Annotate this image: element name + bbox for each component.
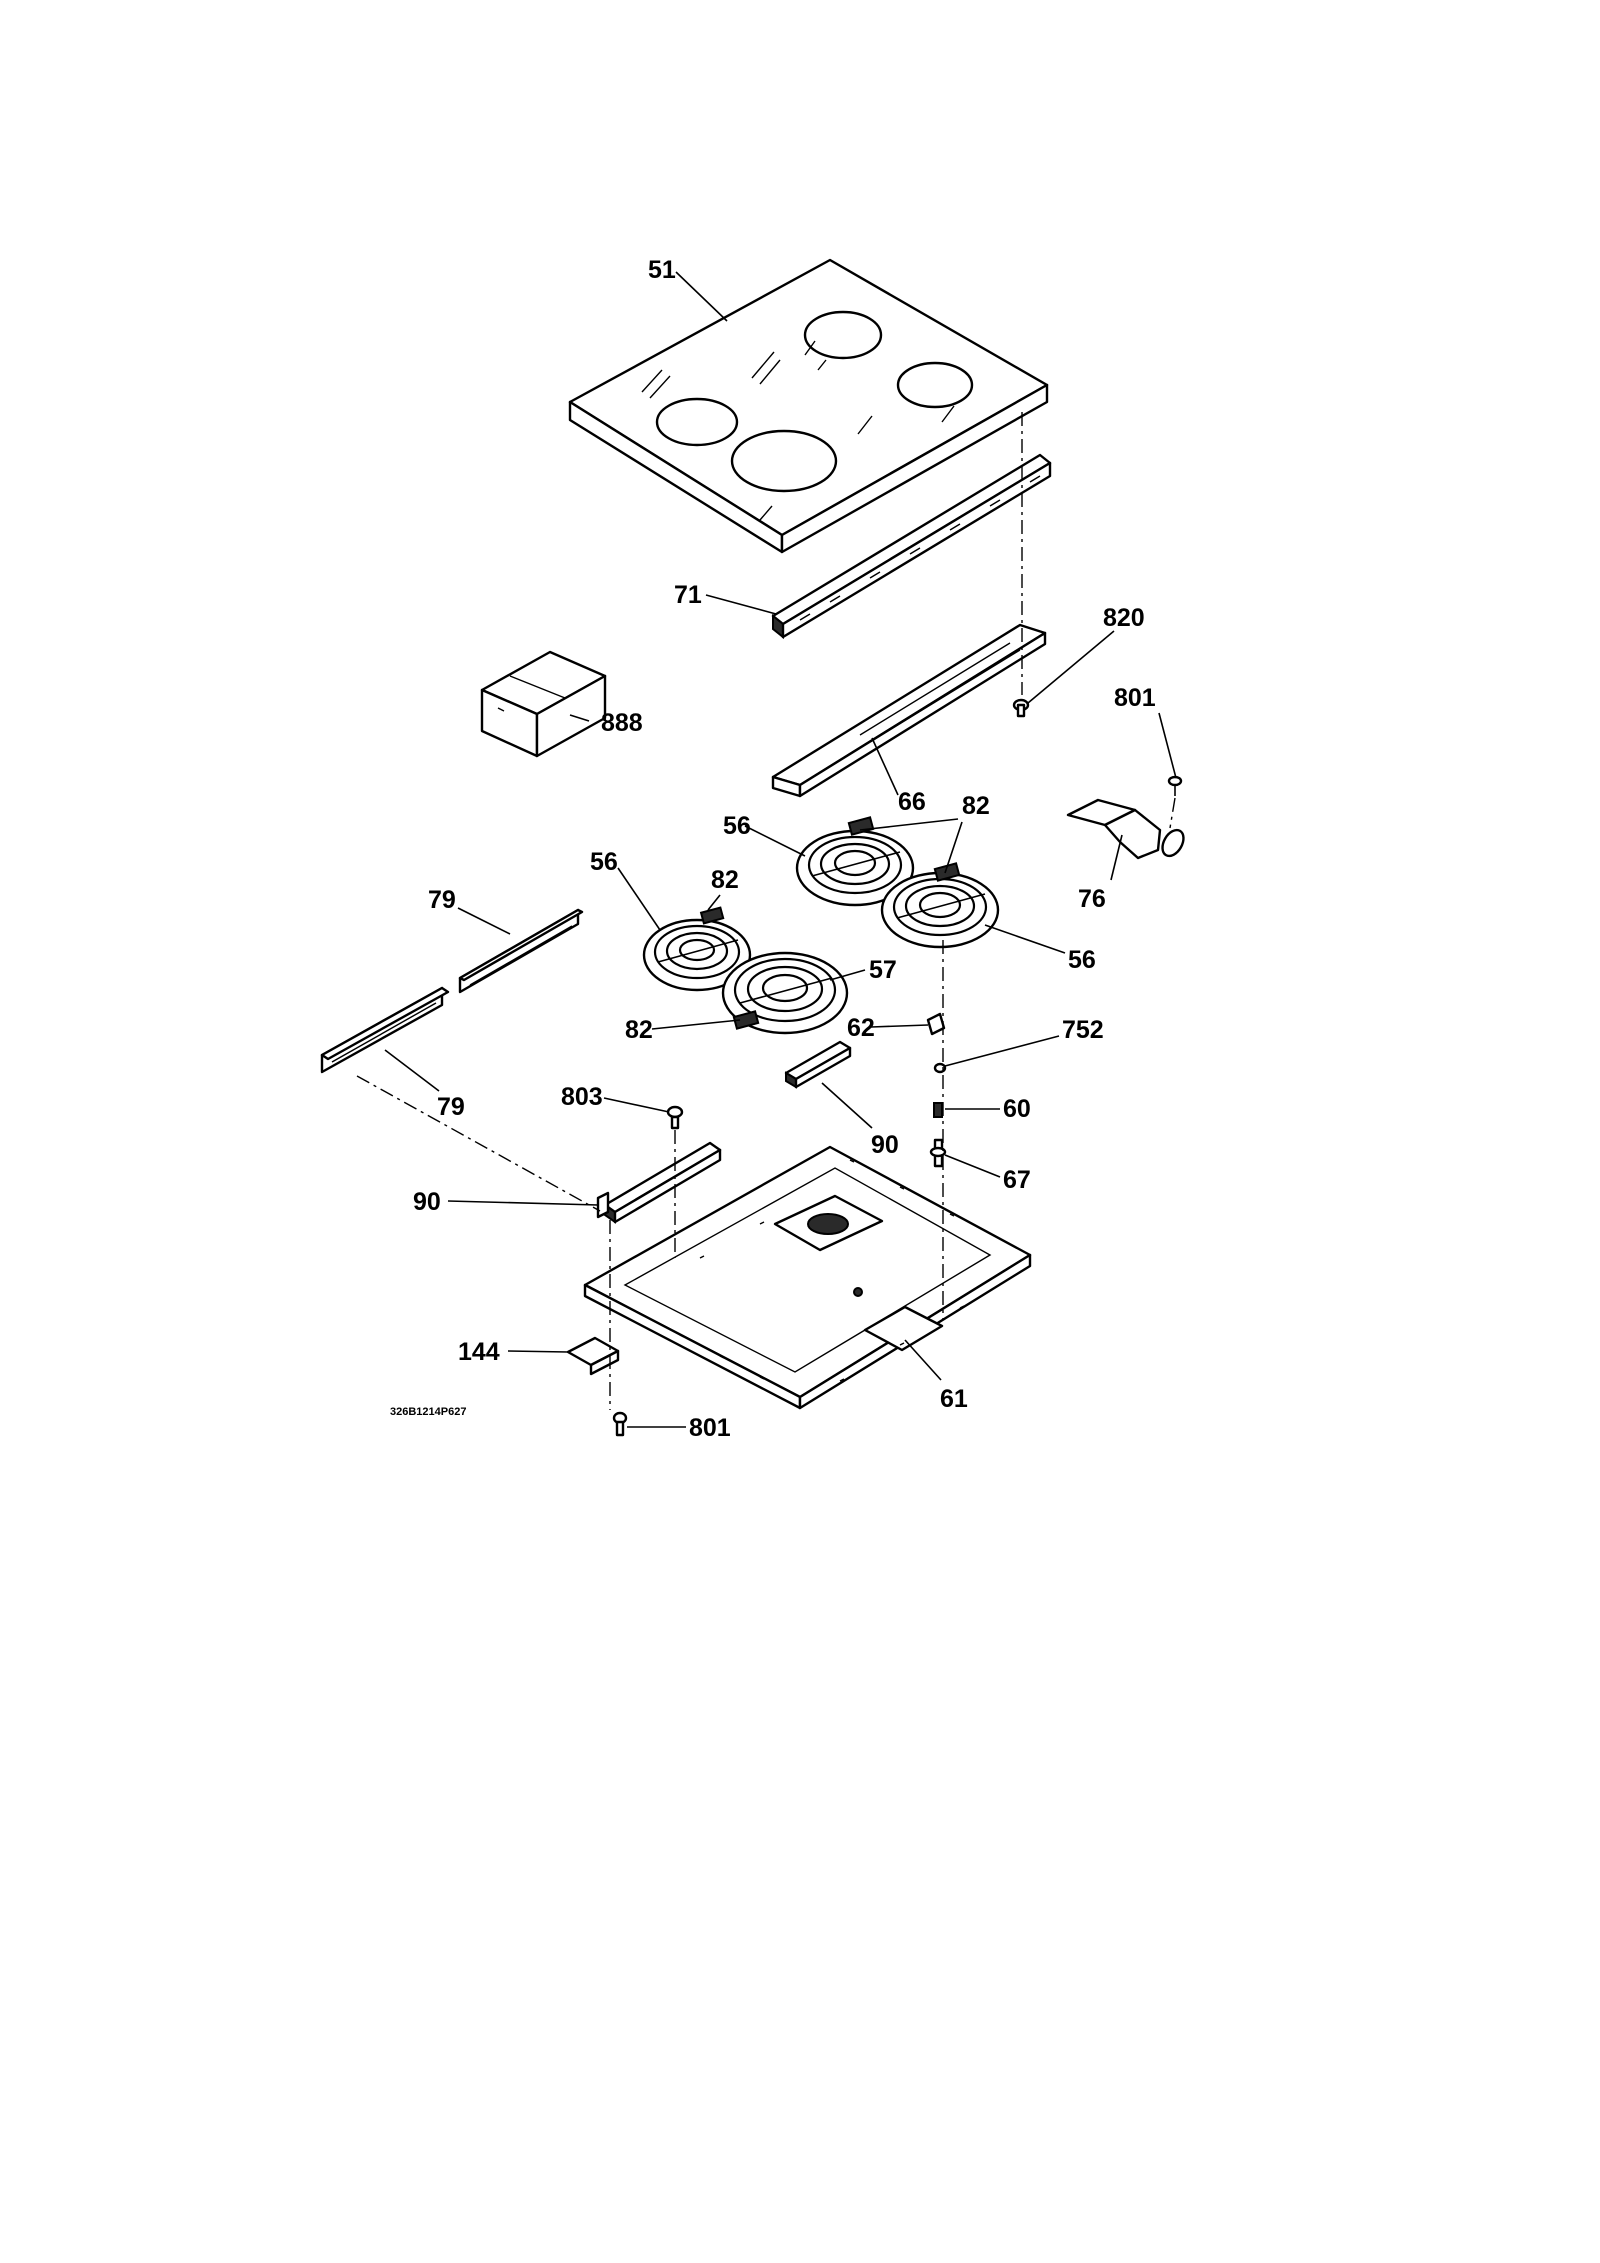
label-66: 66 xyxy=(898,788,926,816)
leader-lines xyxy=(384,271,1177,1428)
rail-90-left xyxy=(596,1141,722,1224)
label-82-mid: 82 xyxy=(711,866,739,894)
bracket-76 xyxy=(1066,798,1185,860)
label-90-right: 90 xyxy=(871,1131,899,1159)
label-71: 71 xyxy=(674,581,702,609)
stud-67 xyxy=(929,1138,947,1168)
label-57: 57 xyxy=(869,956,897,984)
label-82-bottom: 82 xyxy=(625,1016,653,1044)
part-labels: 51 71 820 888 801 66 56 82 76 56 82 79 5… xyxy=(390,256,1156,1442)
label-79-top: 79 xyxy=(428,886,456,914)
label-82-top: 82 xyxy=(962,792,990,820)
bracket-144 xyxy=(566,1336,620,1376)
label-144: 144 xyxy=(458,1338,500,1366)
screw-803 xyxy=(666,1105,684,1130)
screw-801-bottom xyxy=(612,1411,628,1437)
label-820: 820 xyxy=(1103,604,1145,632)
channel-66 xyxy=(771,623,1047,798)
label-888: 888 xyxy=(601,709,643,737)
burner-56-left xyxy=(642,906,752,992)
burner-56-right xyxy=(880,862,1000,949)
label-803: 803 xyxy=(561,1083,603,1111)
base-pan-61 xyxy=(583,1145,1032,1410)
assembly-lines xyxy=(356,412,1176,1410)
screw-820 xyxy=(1012,698,1030,718)
cooktop-glass-51 xyxy=(568,258,1049,554)
rail-90-right xyxy=(784,1040,852,1089)
screw-801-top xyxy=(1167,775,1183,796)
label-801-top: 801 xyxy=(1114,684,1156,712)
trim-79-top xyxy=(458,908,584,994)
burner-56-top xyxy=(795,816,915,907)
spacer-60 xyxy=(933,1102,943,1118)
rail-71 xyxy=(771,453,1052,640)
label-61: 61 xyxy=(940,1385,968,1413)
label-752: 752 xyxy=(1062,1016,1104,1044)
label-62: 62 xyxy=(847,1014,875,1042)
label-90-left: 90 xyxy=(413,1188,441,1216)
label-67: 67 xyxy=(1003,1166,1031,1194)
label-79-bottom: 79 xyxy=(437,1093,465,1121)
label-76: 76 xyxy=(1078,885,1106,913)
label-56-left: 56 xyxy=(590,848,618,876)
label-60: 60 xyxy=(1003,1095,1031,1123)
box-888 xyxy=(480,650,607,758)
label-56-top: 56 xyxy=(723,812,751,840)
label-51: 51 xyxy=(648,256,676,284)
clip-62 xyxy=(926,1012,946,1036)
trim-79-bottom xyxy=(320,986,450,1074)
drawing-code: 326B1214P627 xyxy=(390,1406,466,1418)
label-801-bottom: 801 xyxy=(689,1414,731,1442)
burner-57 xyxy=(721,951,849,1035)
label-56-right: 56 xyxy=(1068,946,1096,974)
